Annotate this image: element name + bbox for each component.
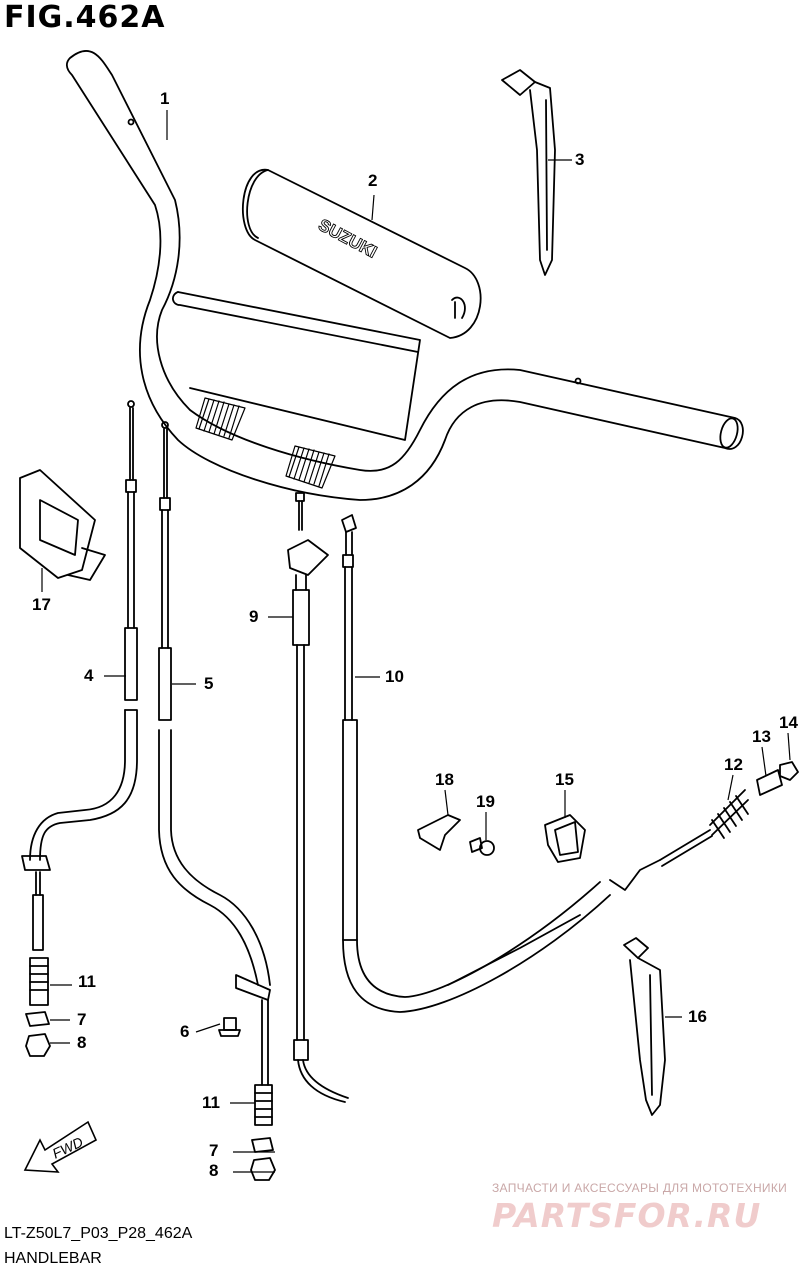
callout-3[interactable]: 3	[575, 150, 585, 169]
suzuki-logo: SUZUKI	[315, 215, 380, 261]
bracket	[19, 469, 106, 581]
figure-caption: HANDLEBAR	[4, 1250, 102, 1267]
fwd-label: FWD	[50, 1134, 86, 1162]
screw	[469, 837, 495, 856]
callout-15[interactable]: 15	[555, 770, 574, 789]
nut-7a	[25, 1011, 50, 1027]
callout-8-right[interactable]: 8	[209, 1161, 219, 1180]
cable-9	[287, 492, 349, 1103]
handlebar	[65, 50, 744, 501]
callout-11-left[interactable]: 11	[78, 972, 96, 991]
callout-16[interactable]: 16	[688, 1007, 707, 1026]
callout-1[interactable]: 1	[160, 89, 170, 108]
figure-code: LT-Z50L7_P03_P28_462A	[4, 1225, 193, 1242]
callout-7-left[interactable]: 7	[77, 1010, 87, 1029]
callout-2[interactable]: 2	[368, 171, 378, 190]
cable-tie-top	[501, 69, 556, 276]
callout-18[interactable]: 18	[435, 770, 454, 789]
callout-10[interactable]: 10	[385, 667, 404, 686]
callout-14[interactable]: 14	[779, 713, 798, 732]
nut-7b	[251, 1137, 274, 1153]
cable-5	[158, 421, 271, 1086]
spring	[709, 789, 749, 839]
callout-8-left[interactable]: 8	[77, 1033, 87, 1052]
callout-5[interactable]: 5	[204, 674, 214, 693]
cable-boot-a	[29, 957, 49, 1006]
handlebar-pad	[242, 169, 482, 339]
cable-4	[21, 400, 138, 951]
callout-19[interactable]: 19	[476, 792, 495, 811]
knurl-band-right	[285, 445, 336, 489]
clip	[417, 814, 461, 851]
watermark-logo: PARTSFOR.RU	[492, 1196, 762, 1235]
callout-12[interactable]: 12	[724, 755, 743, 774]
knurl-band-left	[195, 397, 246, 441]
callout-13[interactable]: 13	[752, 727, 771, 746]
joint	[756, 769, 783, 796]
callout-7-right[interactable]: 7	[209, 1141, 219, 1160]
callout-4[interactable]: 4	[84, 666, 94, 685]
cable-tie-bottom	[623, 937, 666, 1116]
figure-title: FIG.462A	[4, 0, 166, 35]
cable-boot-b	[254, 1084, 273, 1126]
nut-8a	[25, 1033, 51, 1057]
bolt	[218, 1017, 241, 1037]
callout-9[interactable]: 9	[249, 607, 259, 626]
cable-10	[341, 514, 713, 1013]
fwd-arrow: FWD	[23, 1120, 98, 1173]
callout-17[interactable]: 17	[32, 595, 51, 614]
nut-8b	[250, 1157, 276, 1181]
watermark-tagline: ЗАПЧАСТИ И АКСЕССУАРЫ ДЛЯ МОТОТЕХНИКИ	[492, 1181, 788, 1195]
callout-11-right[interactable]: 11	[202, 1093, 220, 1112]
nut-14	[779, 761, 799, 781]
clamp	[544, 814, 586, 863]
callout-6[interactable]: 6	[180, 1022, 190, 1041]
